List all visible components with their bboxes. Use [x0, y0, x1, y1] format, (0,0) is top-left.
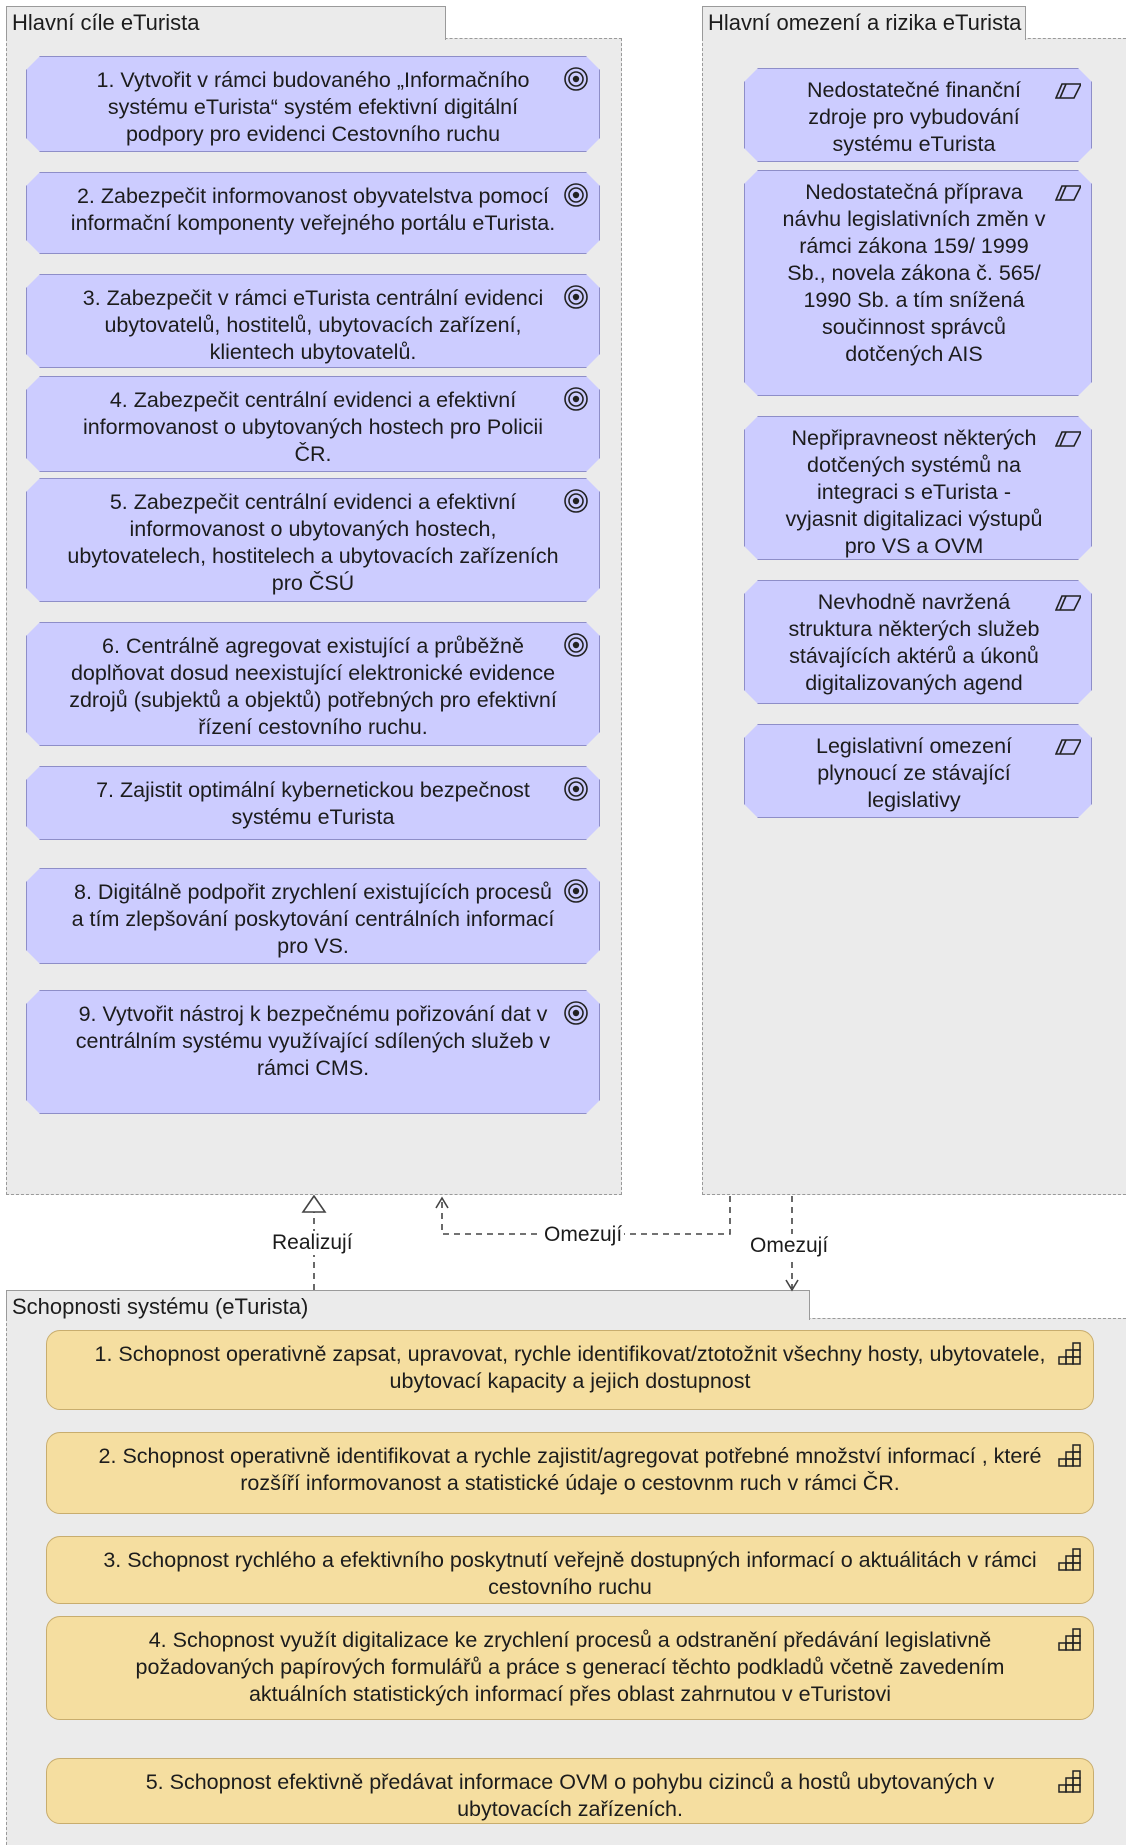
goal-item[interactable]: 1. Vytvořit v rámci budovaného „Informač… — [26, 56, 600, 152]
risk-item[interactable]: Nedostatečná příprava návhu legislativní… — [744, 170, 1092, 396]
goal-target-icon — [563, 386, 589, 412]
constraint-parallelogram-icon — [1055, 734, 1081, 760]
goal-target-icon — [563, 182, 589, 208]
goal-item[interactable]: 6. Centrálně agregovat existující a průb… — [26, 622, 600, 746]
goal-target-icon — [563, 1000, 589, 1026]
goal-target-icon — [563, 66, 589, 92]
risk-text: Legislativní omezení plynoucí ze stávají… — [816, 734, 1012, 812]
risk-item[interactable]: Nedostatečné finanční zdroje pro vybudov… — [744, 68, 1092, 162]
capability-text: 4. Schopnost využít digitalizace ke zryc… — [135, 1628, 1005, 1706]
goal-target-icon — [563, 284, 589, 310]
capability-steps-icon — [1058, 1770, 1081, 1793]
capability-steps-icon — [1058, 1548, 1081, 1571]
goal-target-icon — [563, 632, 589, 658]
realize-label: Realizují — [270, 1231, 355, 1255]
goal-text: 3. Zabezpečit v rámci eTurista centrální… — [82, 286, 544, 364]
goal-target-icon — [563, 878, 589, 904]
goal-item[interactable]: 2. Zabezpečit informovanost obyvatelstva… — [26, 172, 600, 254]
capability-item[interactable]: 1. Schopnost operativně zapsat, upravova… — [46, 1330, 1094, 1410]
risk-text: Nedostatečné finanční zdroje pro vybudov… — [807, 78, 1021, 156]
capability-text: 1. Schopnost operativně zapsat, upravova… — [94, 1342, 1046, 1393]
constrain-label-goals: Omezují — [542, 1223, 625, 1247]
goal-target-icon — [563, 488, 589, 514]
goal-item[interactable]: 5. Zabezpečit centrální evidenci a efekt… — [26, 478, 600, 602]
constraint-parallelogram-icon — [1055, 78, 1081, 104]
capability-item[interactable]: 2. Schopnost operativně identifikovat a … — [46, 1432, 1094, 1514]
goal-item[interactable]: 3. Zabezpečit v rámci eTurista centrální… — [26, 274, 600, 368]
capability-item[interactable]: 3. Schopnost rychlého a efektivního posk… — [46, 1536, 1094, 1604]
capabilities-group-title: Schopnosti systému (eTurista) — [6, 1290, 810, 1320]
capability-text: 2. Schopnost operativně identifikovat a … — [98, 1444, 1042, 1495]
constrain-label-capabilities: Omezují — [748, 1234, 831, 1258]
goal-text: 4. Zabezpečit centrální evidenci a efekt… — [82, 388, 544, 466]
capability-steps-icon — [1058, 1444, 1081, 1467]
risk-item[interactable]: Nevhodně navržená struktura některých sl… — [744, 580, 1092, 704]
goal-text: 8. Digitálně podpořit zrychlení existují… — [71, 880, 555, 958]
goals-group-title: Hlavní cíle eTurista — [6, 6, 446, 40]
capability-item[interactable]: 5. Schopnost efektivně předávat informac… — [46, 1758, 1094, 1824]
capability-steps-icon — [1058, 1342, 1081, 1365]
goal-item[interactable]: 7. Zajistit optimální kybernetickou bezp… — [26, 766, 600, 840]
goal-text: 6. Centrálně agregovat existující a průb… — [69, 634, 557, 739]
risk-text: Nepřipravneost některých dotčených systé… — [785, 426, 1043, 558]
capability-steps-icon — [1058, 1628, 1081, 1651]
risk-text: Nevhodně navržená struktura některých sl… — [788, 590, 1040, 695]
capability-text: 5. Schopnost efektivně předávat informac… — [145, 1770, 995, 1821]
goal-text: 1. Vytvořit v rámci budovaného „Informač… — [96, 68, 530, 146]
risks-group-title: Hlavní omezení a rizika eTurista — [702, 6, 1026, 40]
goal-text: 5. Zabezpečit centrální evidenci a efekt… — [67, 490, 559, 595]
constraint-parallelogram-icon — [1055, 180, 1081, 206]
risk-item[interactable]: Nepřipravneost některých dotčených systé… — [744, 416, 1092, 560]
goal-item[interactable]: 9. Vytvořit nástroj k bezpečnému pořizov… — [26, 990, 600, 1114]
goal-item[interactable]: 8. Digitálně podpořit zrychlení existují… — [26, 868, 600, 964]
goal-item[interactable]: 4. Zabezpečit centrální evidenci a efekt… — [26, 376, 600, 472]
risk-item[interactable]: Legislativní omezení plynoucí ze stávají… — [744, 724, 1092, 818]
goal-text: 2. Zabezpečit informovanost obyvatelstva… — [70, 184, 556, 235]
goal-text: 7. Zajistit optimální kybernetickou bezp… — [96, 778, 530, 829]
goal-target-icon — [563, 776, 589, 802]
constraint-parallelogram-icon — [1055, 426, 1081, 452]
capability-text: 3. Schopnost rychlého a efektivního posk… — [103, 1548, 1037, 1599]
goal-text: 9. Vytvořit nástroj k bezpečnému pořizov… — [75, 1002, 551, 1080]
capability-item[interactable]: 4. Schopnost využít digitalizace ke zryc… — [46, 1616, 1094, 1720]
risk-text: Nedostatečná příprava návhu legislativní… — [782, 180, 1046, 366]
constraint-parallelogram-icon — [1055, 590, 1081, 616]
